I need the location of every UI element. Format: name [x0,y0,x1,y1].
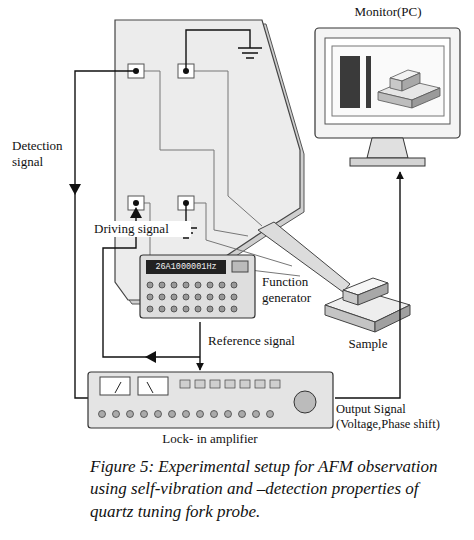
signal-label: Driving signal [92,221,191,237]
amplifier-knob [99,411,106,418]
monitor-base [350,158,425,166]
generator-knob [147,306,153,312]
signal-connector [335,172,400,398]
amplifier-case [88,372,333,428]
signal-label: Reference signal [208,333,318,349]
junction-dot [183,200,189,206]
generator-knob [207,306,213,312]
monitor-box: Monitor(PC) [312,4,464,172]
signal-label: Output Signal (Voltage,Phase shift) [336,402,470,432]
amplifier-knob [267,411,274,418]
screen-sample-image [390,78,402,91]
amplifier-knob [127,411,134,418]
junction-dot [133,68,139,74]
electrode-traces [144,71,300,276]
signal-label: Detection signal [12,138,70,169]
sample-step-side [358,283,388,305]
ground-wire [186,30,250,71]
amplifier-knob [113,411,120,418]
arrow-head [130,207,142,218]
amplifier-knob [239,411,246,418]
amplifier-button [240,380,250,388]
generator-knob [147,294,153,300]
generator-knob [231,306,237,312]
generator-knob [171,294,177,300]
screen-sample-image [402,73,420,91]
generator-knob [219,294,225,300]
lock-in-box: Lock- in amplifier [85,370,335,449]
generator-knob [183,294,189,300]
screen-sample-image [378,92,412,108]
amplifier-button [255,380,265,388]
junction-dot [183,68,189,74]
generator-knob [231,282,237,288]
amplifier-knob [253,411,260,418]
device-label: Sample [322,336,414,352]
generator-knob [183,306,189,312]
amplifier-button [180,380,190,388]
monitor-bezel [325,38,450,124]
generator-knob [195,306,201,312]
sample-step-front [343,290,358,305]
signal-connector [199,322,200,370]
amplifier-button [225,380,235,388]
generator-knob [171,282,177,288]
generator-knob [147,282,153,288]
sample-side [375,305,410,332]
amplifier-button [195,380,205,388]
meter-needle [115,382,153,393]
generator-case [140,255,255,318]
screen-bar [340,56,360,108]
amplifier-button [270,380,280,388]
generator-knob [207,294,213,300]
arrow-head [145,351,156,363]
amplifier-knob [225,411,232,418]
amplifier-knob [211,411,218,418]
generator-knob [219,306,225,312]
monitor-case [315,28,460,138]
device-label: Lock- in amplifier [85,431,335,447]
device-label: Monitor(PC) [312,4,464,20]
generator-knob [219,282,225,288]
function-generator [140,255,255,318]
generator-display [146,260,226,274]
arrow-head [69,184,81,195]
amplifier-button [210,380,220,388]
amplifier-knob [155,411,162,418]
wire-dots-arrows [69,68,189,363]
amplifier-knob [169,411,176,418]
generator-knob [171,306,177,312]
generator-knob [195,294,201,300]
generator-knob [159,294,165,300]
junction-dot [133,200,139,206]
figure-caption: Figure 5: Experimental setup for AFM obs… [90,456,458,523]
sample-front [325,305,375,332]
ground-symbol [238,48,262,58]
generator-knob [159,282,165,288]
monitor-stand [367,138,408,158]
monitor-pc [315,28,460,166]
sample-box: Sample [322,278,414,354]
lock-in-amplifier [88,372,333,428]
amplifier-knob [294,391,316,413]
generator-button [232,261,248,272]
screen-sample-image [412,88,440,108]
device-label: Function generator [262,274,326,305]
screen-window [332,46,444,116]
generator-knob [183,282,189,288]
generator-knob [231,294,237,300]
generator-knob [207,282,213,288]
sample-block [325,278,410,332]
generator-knob [195,282,201,288]
amplifier-knob [197,411,204,418]
display-readout: 26A1000001Hz [149,261,223,273]
amplifier-knob [141,411,148,418]
amplifier-knob [183,411,190,418]
screen-bar [366,56,371,108]
generator-knob [159,306,165,312]
